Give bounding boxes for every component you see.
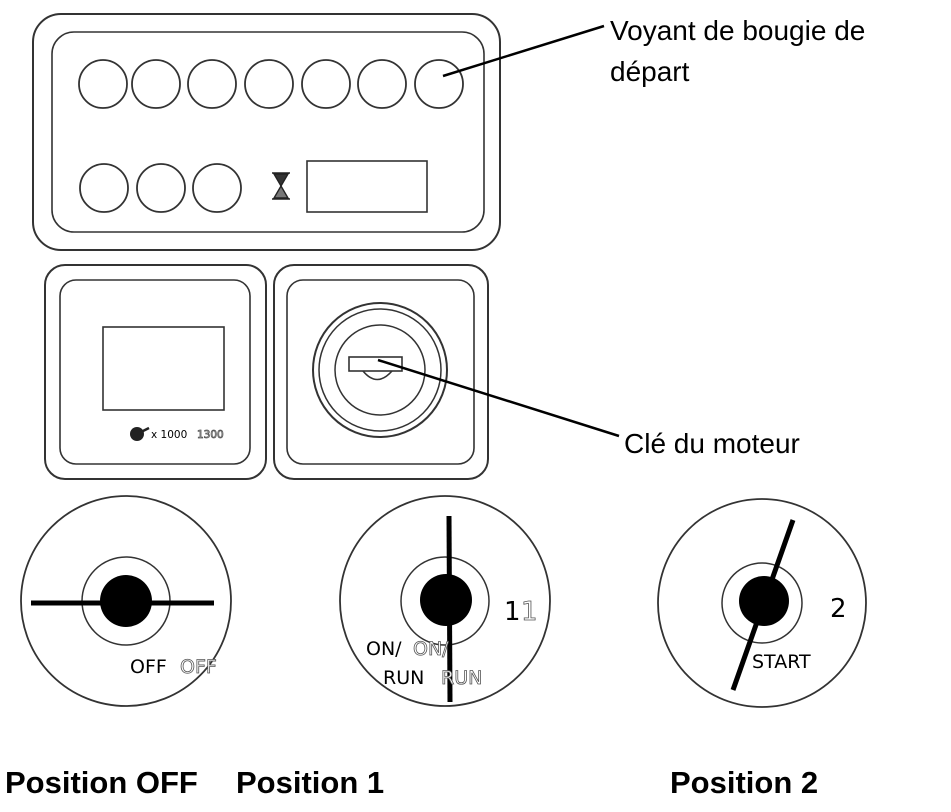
indicator-lamp (136, 163, 186, 213)
indicator-lamp (357, 59, 407, 109)
off-label: OFF (130, 656, 167, 678)
tachometer-scale: x 1000 (151, 429, 187, 441)
position-1-number-echo: 1 (521, 597, 538, 627)
caption-position-1: Position 1 (236, 765, 384, 800)
indicator-lamp (78, 59, 128, 109)
key-position-1: 1 1 ON/ ON/ RUN RUN (339, 495, 551, 707)
engine-key-label: Clé du moteur (624, 428, 800, 459)
hourglass-icon (272, 172, 290, 200)
key-switch-panel (273, 264, 489, 480)
tachometer-scale-suffix: 1300 (197, 429, 224, 441)
key-position-off: OFF OFF (20, 495, 232, 707)
tachometer-display (102, 326, 225, 411)
caption-position-off: Position OFF (5, 765, 198, 800)
glow-plug-lamp (414, 59, 464, 109)
tachometer-icon (130, 426, 150, 441)
engine-key-icon (348, 356, 403, 381)
indicator-lamp (79, 163, 129, 213)
on-label-echo: ON/ (413, 638, 449, 660)
on-label: ON/ (366, 638, 402, 660)
glow-plug-label-line1: Voyant de bougie de (610, 15, 865, 46)
tachometer-panel: x 1000 1300 (44, 264, 267, 480)
glow-plug-callout-line (442, 24, 605, 78)
position-2-number: 2 (830, 594, 847, 624)
indicator-lamp (244, 59, 294, 109)
indicator-lamp (131, 59, 181, 109)
engine-key-callout-line (377, 358, 620, 438)
start-label: START (752, 651, 811, 673)
indicator-lamp (301, 59, 351, 109)
run-label-echo: RUN (441, 667, 482, 689)
hour-meter-display (306, 160, 428, 213)
position-1-number: 1 (504, 597, 521, 627)
key-position-2: 2 START (657, 498, 867, 708)
indicator-lamp (192, 163, 242, 213)
off-label-echo: OFF (180, 656, 217, 678)
run-label: RUN (383, 667, 424, 689)
glow-plug-label-line2: départ (610, 56, 690, 87)
indicator-panel (32, 13, 501, 251)
caption-position-2: Position 2 (670, 765, 818, 800)
indicator-lamp (187, 59, 237, 109)
